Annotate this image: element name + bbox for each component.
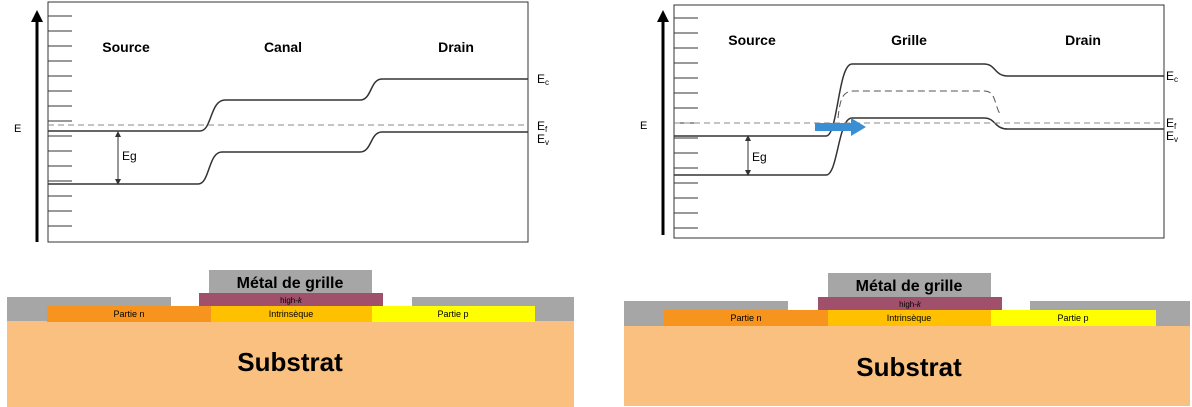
- right-conduction-band: [674, 63, 1164, 137]
- left-substrat-label: Substrat: [237, 347, 343, 377]
- left-substrat: [7, 321, 574, 407]
- right-ev-label: Ev: [1166, 129, 1178, 144]
- left-energy-band-diagram: E Source Canal Drain Eg Ec Ef Ev: [14, 1, 549, 243]
- left-ev-label: Ev: [537, 132, 549, 147]
- left-ec-label: Ec: [537, 72, 549, 87]
- left-energy-axis-arrowhead: [31, 10, 43, 22]
- left-ef-label: Ef: [537, 119, 548, 134]
- left-valence-band: [48, 131, 528, 185]
- right-ef-label: Ef: [1166, 116, 1177, 131]
- left-gate-metal-label: Métal de grille: [237, 275, 344, 292]
- left-bandgap-label: Eg: [122, 149, 137, 163]
- right-partie-n-label: Partie n: [730, 313, 761, 323]
- right-tunneling-arrow: [815, 118, 866, 136]
- right-partie-n: [664, 310, 828, 326]
- left-partie-p-label: Partie p: [437, 309, 468, 319]
- left-partie-p: [372, 306, 535, 322]
- right-substrat: [624, 326, 1190, 406]
- left-partie-n: [47, 306, 211, 322]
- left-highk-label: high-k: [280, 296, 303, 305]
- right-highk-label: high-k: [899, 300, 922, 309]
- left-tick-marks: [48, 15, 72, 227]
- right-gate-metal-label: Métal de grille: [856, 278, 963, 295]
- left-region-drain: Drain: [438, 39, 474, 55]
- left-partie-n-label: Partie n: [113, 309, 144, 319]
- right-intrinseque-label: Intrinsèque: [887, 313, 932, 323]
- right-highk-layer: [818, 297, 1002, 310]
- right-region-drain: Drain: [1065, 32, 1101, 48]
- right-region-grille: Grille: [891, 32, 927, 48]
- right-device-cross-section: Substrat Partie n Intrinsèque Partie p h…: [624, 273, 1190, 406]
- left-region-source: Source: [102, 39, 150, 55]
- right-energy-axis-label: E: [640, 120, 647, 132]
- left-device-cross-section: Substrat Partie n Intrinsèque Partie p h…: [7, 270, 574, 407]
- right-energy-axis-arrowhead: [657, 10, 669, 22]
- right-bandgap-label: Eg: [752, 150, 767, 164]
- right-partie-p: [991, 310, 1156, 326]
- left-region-canal: Canal: [264, 39, 302, 55]
- left-conduction-band: [48, 78, 528, 132]
- left-highk-layer: [199, 293, 383, 306]
- right-region-source: Source: [728, 32, 776, 48]
- right-dashed-band: [837, 90, 1001, 119]
- left-intrinseque-label: Intrinsèque: [269, 309, 314, 319]
- right-partie-p-label: Partie p: [1057, 313, 1088, 323]
- left-plot-frame: [47, 1, 529, 243]
- right-plot-frame: [673, 4, 1165, 239]
- left-gate-metal: [209, 270, 372, 293]
- right-valence-band: [674, 117, 1164, 176]
- left-energy-axis-label: E: [14, 123, 21, 135]
- right-gate-metal: [828, 273, 991, 297]
- right-intrinseque: [828, 310, 991, 326]
- right-energy-band-diagram: E Source Grille Drain Eg Ec Ef: [640, 4, 1178, 239]
- right-substrat-label: Substrat: [856, 352, 962, 382]
- right-ec-label: Ec: [1166, 69, 1178, 84]
- left-intrinseque: [211, 306, 372, 322]
